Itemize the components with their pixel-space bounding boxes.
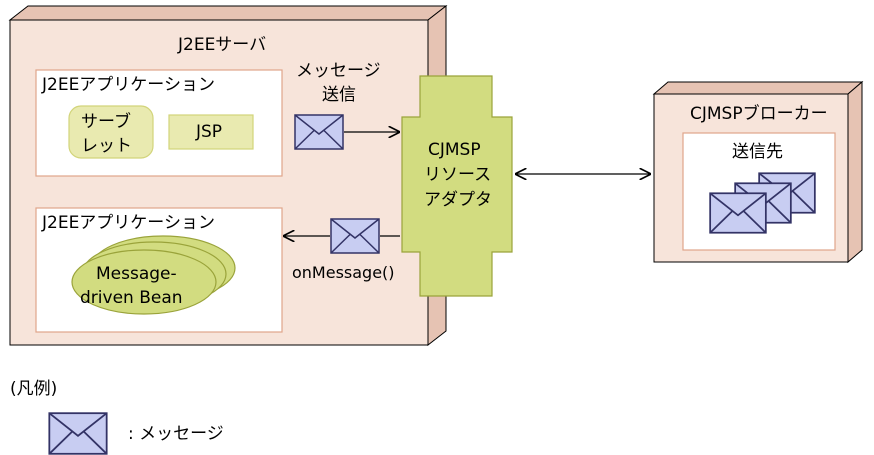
message-envelope-icon bbox=[709, 192, 767, 234]
message-envelope-icon bbox=[330, 218, 380, 254]
servlet-label-line2: レット bbox=[81, 136, 132, 156]
send-message-label-line1: メッセージ bbox=[296, 61, 381, 81]
send-message-label-line2: 送信 bbox=[322, 85, 356, 105]
onmessage-label: onMessage() bbox=[292, 263, 395, 282]
mdb-label-line1: Message- bbox=[96, 264, 177, 284]
message-envelope-icon bbox=[294, 114, 344, 150]
servlet-label-line1: サーブ bbox=[81, 111, 131, 132]
message-envelope-icon bbox=[48, 412, 108, 455]
server-title: J2EEサーバ bbox=[177, 35, 266, 55]
destination-label: 送信先 bbox=[732, 142, 783, 162]
adapter-label-line2: リソース bbox=[424, 165, 491, 185]
broker-title: CJMSPブローカー bbox=[690, 103, 828, 124]
adapter-label-line1: CJMSP bbox=[428, 140, 481, 160]
message-driven-bean-stack bbox=[71, 235, 236, 315]
mdb-label-line2: driven Bean bbox=[80, 288, 183, 308]
adapter-label-line3: アダプタ bbox=[424, 190, 492, 210]
j2ee-application-top-title: J2EEアプリケーション bbox=[41, 75, 215, 95]
legend-message-label: : メッセージ bbox=[128, 424, 224, 444]
legend-title: (凡例) bbox=[10, 379, 57, 399]
resource-adapter-shape bbox=[401, 75, 513, 297]
servlet-box bbox=[68, 105, 154, 159]
jsp-box bbox=[168, 114, 254, 150]
jsp-label: JSP bbox=[195, 122, 222, 142]
j2ee-application-bottom-title: J2EEアプリケーション bbox=[41, 213, 215, 233]
